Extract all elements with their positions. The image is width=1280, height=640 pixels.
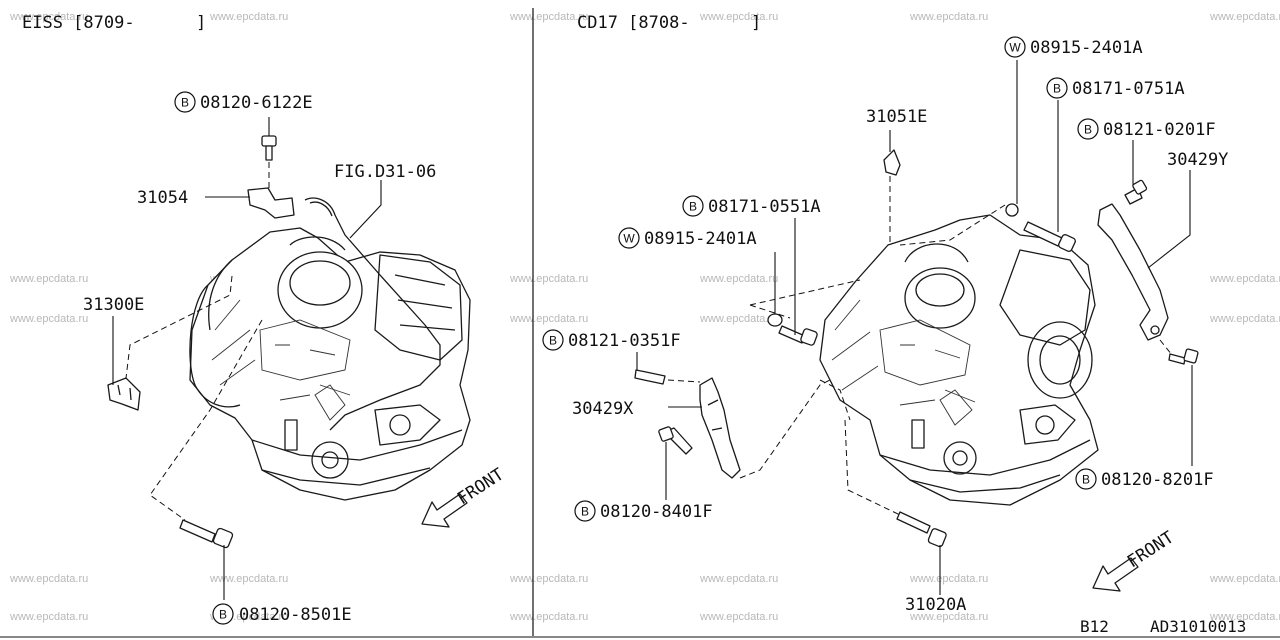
right-transaxle-drawing xyxy=(634,149,1199,548)
watermark-text: www.epcdata.ru xyxy=(699,273,778,285)
callout-31300e: 31300E xyxy=(83,295,144,315)
left-transaxle-drawing xyxy=(107,135,471,549)
watermark-text: www.epcdata.ru xyxy=(509,611,588,623)
callout-08171-0751a: B 08171-0751A xyxy=(1046,77,1185,99)
watermark-text: www.epcdata.ru xyxy=(509,313,588,325)
front-label-right: FRONT xyxy=(1124,528,1178,573)
watermark-text: www.epcdata.ru xyxy=(1209,313,1280,325)
bolt-type-b-icon: B xyxy=(549,334,557,348)
part-code: 30429Y xyxy=(1167,150,1228,170)
part-code: 08120-8401F xyxy=(600,502,713,522)
callout-fig-d31-06: FIG.D31-06 xyxy=(334,162,436,182)
bolt-type-b-icon: B xyxy=(219,608,227,622)
front-arrow-right xyxy=(1092,557,1139,592)
callout-08120-8201f: B 08120-8201F xyxy=(1075,468,1214,490)
watermark-text: www.epcdata.ru xyxy=(9,573,88,585)
page-code: B12 xyxy=(1080,617,1109,636)
part-code: 08120-8501E xyxy=(239,605,352,625)
left-panel-header: EISS [8709- ] xyxy=(22,13,206,33)
part-code: 31054 xyxy=(137,188,188,208)
part-code: 08121-0351F xyxy=(568,331,681,351)
front-arrow-left xyxy=(421,493,468,528)
washer-type-w-icon: W xyxy=(1009,41,1021,55)
part-code: 08915-2401A xyxy=(1030,38,1143,58)
part-code: 08120-6122E xyxy=(200,93,313,113)
part-code: 08171-0551A xyxy=(708,197,821,217)
right-panel-header: CD17 [8708- ] xyxy=(577,13,761,33)
figure-reference: FIG.D31-06 xyxy=(334,162,436,182)
watermark-text: www.epcdata.ru xyxy=(909,573,988,585)
watermark-text: www.epcdata.ru xyxy=(1209,611,1280,623)
bolt-08120-6122e xyxy=(261,135,277,161)
callout-08120-8401f: B 08120-8401F xyxy=(574,500,713,522)
watermark-text: www.epcdata.ru xyxy=(909,611,988,623)
callout-08121-0351f: B 08121-0351F xyxy=(542,329,681,351)
watermark-text: www.epcdata.ru xyxy=(209,11,288,23)
watermark-text: www.epcdata.ru xyxy=(909,11,988,23)
bolt-type-b-icon: B xyxy=(1084,123,1092,137)
callout-30429y: 30429Y xyxy=(1167,150,1228,170)
watermark-text: www.epcdata.ru xyxy=(699,573,778,585)
callout-31054: 31054 xyxy=(137,188,188,208)
watermark-text: www.epcdata.ru xyxy=(1209,573,1280,585)
callout-31051e: 31051E xyxy=(866,107,927,127)
front-label-left: FRONT xyxy=(454,465,508,510)
part-code: 08171-0751A xyxy=(1072,79,1185,99)
callout-08120-8501e: B 08120-8501E xyxy=(212,603,352,625)
part-code: 08120-8201F xyxy=(1101,470,1214,490)
bolt-type-b-icon: B xyxy=(181,96,189,110)
watermark-text: www.epcdata.ru xyxy=(9,273,88,285)
bolt-type-b-icon: B xyxy=(1053,82,1061,96)
watermark-text: www.epcdata.ru xyxy=(699,11,778,23)
washer-type-w-icon: W xyxy=(623,232,635,246)
watermark-text: www.epcdata.ru xyxy=(9,11,88,23)
watermark-text: www.epcdata.ru xyxy=(1209,11,1280,23)
callout-08915-2401a-top: W 08915-2401A xyxy=(1004,36,1143,58)
part-code: 08915-2401A xyxy=(644,229,757,249)
bolt-type-b-icon: B xyxy=(581,505,589,519)
part-code: 08121-0201F xyxy=(1103,120,1216,140)
callout-08120-6122e: B 08120-6122E xyxy=(174,91,313,113)
part-code: 31051E xyxy=(866,107,927,127)
callout-08121-0201f: B 08121-0201F xyxy=(1077,118,1216,140)
bolt-type-b-icon: B xyxy=(1082,473,1090,487)
bolt-08120-8501e xyxy=(179,519,234,549)
watermark-text: www.epcdata.ru xyxy=(699,313,778,325)
watermark-text: www.epcdata.ru xyxy=(509,273,588,285)
callout-08171-0551a: B 08171-0551A xyxy=(682,195,821,217)
watermark-text: www.epcdata.ru xyxy=(1209,273,1280,285)
callout-30429x: 30429X xyxy=(572,399,634,419)
bolt-type-b-icon: B xyxy=(689,200,697,214)
callout-31020a: 31020A xyxy=(905,595,966,615)
part-code: 31020A xyxy=(905,595,966,615)
watermark-text: www.epcdata.ru xyxy=(509,11,588,23)
diagram-id: AD31010013 xyxy=(1150,617,1246,636)
watermark-text: www.epcdata.ru xyxy=(699,611,778,623)
watermark-text: www.epcdata.ru xyxy=(9,611,88,623)
part-code: 30429X xyxy=(572,399,634,419)
watermark-text: www.epcdata.ru xyxy=(509,573,588,585)
callout-08915-2401a-mid: W 08915-2401A xyxy=(618,227,757,249)
watermark-text: www.epcdata.ru xyxy=(9,313,88,325)
part-code: 31300E xyxy=(83,295,144,315)
watermark-text: www.epcdata.ru xyxy=(209,573,288,585)
